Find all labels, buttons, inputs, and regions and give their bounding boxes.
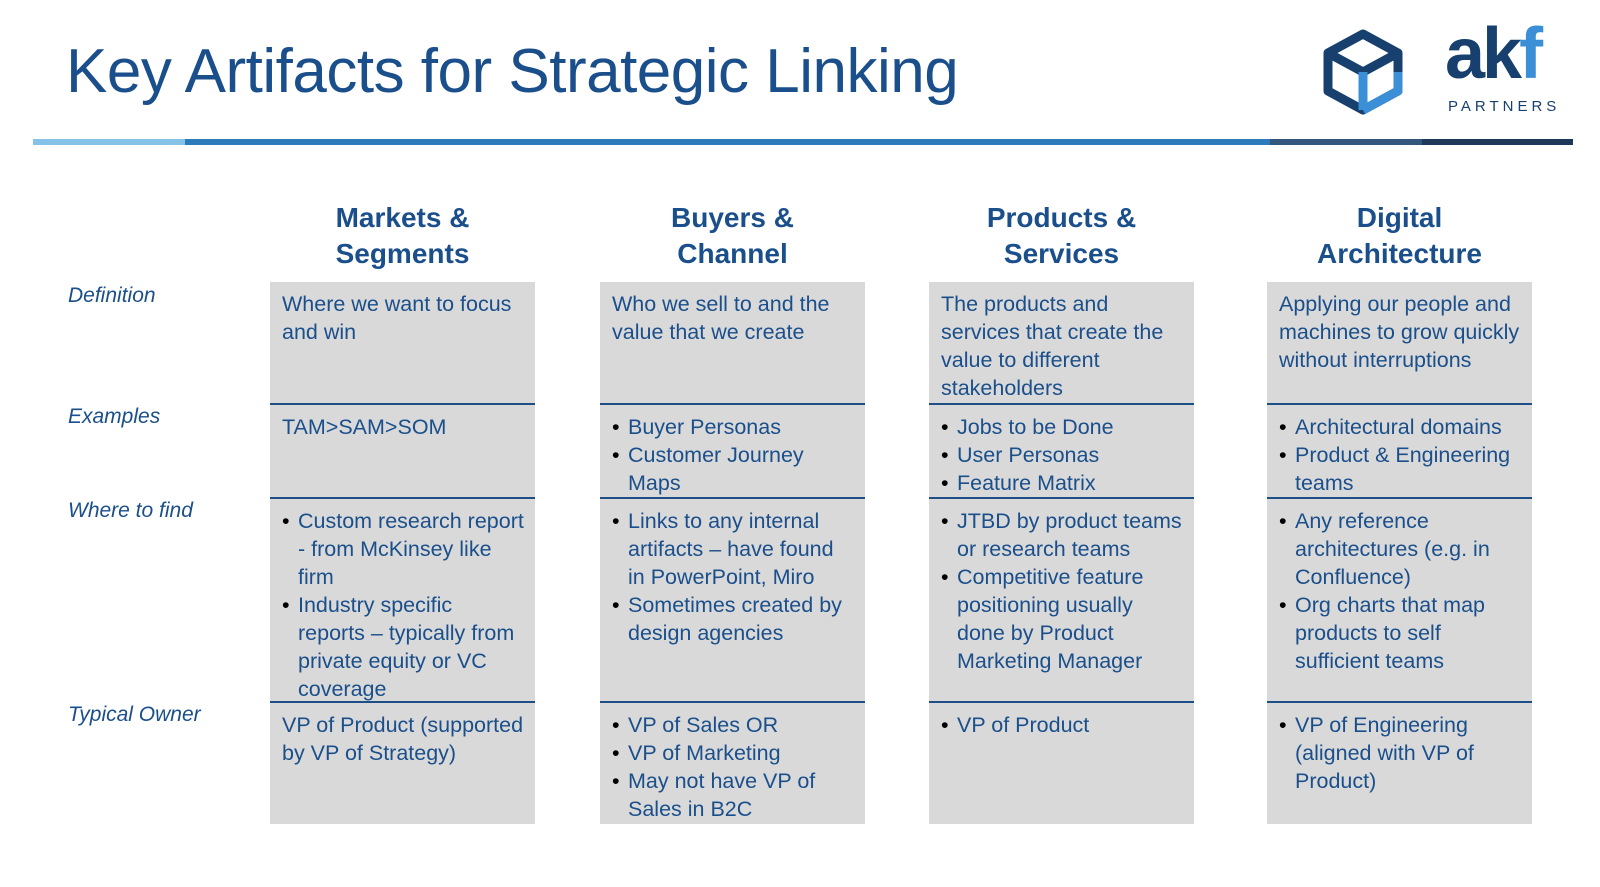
list-item: Feature Matrix [941,469,1184,497]
owner-cell: VP of Product [929,703,1194,824]
list-item: Any reference architectures (e.g. in Con… [1279,507,1522,591]
definition-cell: Where we want to focus and win [270,282,535,405]
examples-cell: Buyer Personas Customer Journey Maps [600,405,865,499]
list-item: Industry specific reports – typically fr… [282,591,525,701]
list-item: Buyer Personas [612,413,855,441]
list-item: Competitive feature positioning usually … [941,563,1184,675]
list-item: Links to any internal artifacts – have f… [612,507,855,591]
header-rule [185,139,1270,145]
column-heading: Products &Services [986,202,1137,269]
list-item: User Personas [941,441,1184,469]
header-rule [1270,139,1422,145]
list-item: Product & Engineering teams [1279,441,1522,497]
column-heading: Markets &Segments [335,202,470,269]
list-item: Architectural domains [1279,413,1522,441]
list-item: Jobs to be Done [941,413,1184,441]
definition-cell: The products and services that create th… [929,282,1194,405]
column-markets-segments: Markets &Segments Where we want to focus… [270,200,535,824]
row-label-examples: Examples [68,405,161,428]
definition-cell: Who we sell to and the value that we cre… [600,282,865,405]
page-title: Key Artifacts for Strategic Linking [66,37,959,106]
list-item: Customer Journey Maps [612,441,855,497]
logo-wordmark: akf [1445,14,1543,94]
list-item: VP of Sales OR [612,711,855,739]
examples-cell: Architectural domains Product & Engineer… [1267,405,1532,499]
owner-cell: VP of Sales OR VP of Marketing May not h… [600,703,865,824]
where-to-find-cell: JTBD by product teams or research teams … [929,499,1194,703]
owner-cell: VP of Engineering (aligned with VP of Pr… [1267,703,1532,824]
column-heading: Buyers &Channel [671,202,794,269]
where-to-find-cell: Any reference architectures (e.g. in Con… [1267,499,1532,703]
list-item: VP of Engineering (aligned with VP of Pr… [1279,711,1522,795]
list-item: Sometimes created by design agencies [612,591,855,647]
header-rule [33,139,185,145]
list-item: Custom research report - from McKinsey l… [282,507,525,591]
row-label-definition: Definition [68,284,156,307]
header-rule [1422,139,1573,145]
list-item: VP of Product [941,711,1184,739]
examples-cell: Jobs to be Done User Personas Feature Ma… [929,405,1194,499]
column-products-services: Products &Services The products and serv… [929,200,1194,824]
where-to-find-cell: Links to any internal artifacts – have f… [600,499,865,703]
definition-cell: Applying our people and machines to grow… [1267,282,1532,405]
list-item: Org charts that map products to self suf… [1279,591,1522,675]
column-buyers-channel: Buyers &Channel Who we sell to and the v… [600,200,865,824]
examples-cell: TAM>SAM>SOM [270,405,535,499]
cube-logo-icon [1323,29,1403,115]
list-item: JTBD by product teams or research teams [941,507,1184,563]
owner-cell: VP of Product (supported by VP of Strate… [270,703,535,824]
row-label-typical-owner: Typical Owner [68,703,201,726]
list-item: May not have VP of Sales in B2C [612,767,855,823]
where-to-find-cell: Custom research report - from McKinsey l… [270,499,535,703]
akf-partners-logo: akf PARTNERS [1323,18,1570,118]
logo-subtitle: PARTNERS [1448,98,1561,115]
row-label-where-to-find: Where to find [68,499,193,522]
list-item: VP of Marketing [612,739,855,767]
